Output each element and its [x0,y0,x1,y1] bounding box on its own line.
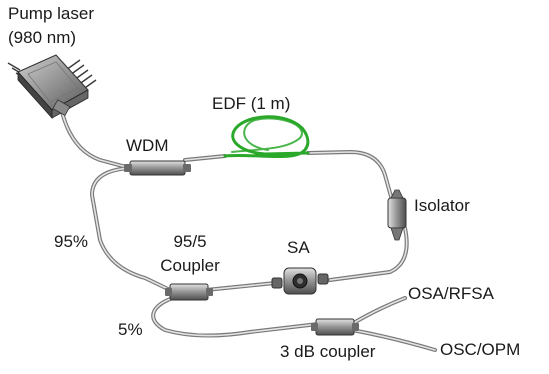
coupler-3db-label: 3 dB coupler [280,342,376,361]
wdm-coupler-icon [124,160,191,176]
osa-rfsa-label: OSA/RFSA [408,284,494,303]
pump-laser-label: Pump laser [8,4,94,23]
sa-icon [271,267,329,295]
coupler-95-5-ratio-label: 95/5 [173,232,207,251]
ratio-95-label: 95% [54,232,89,251]
edf-coil [223,115,310,159]
pump-laser-icon [7,54,97,120]
osc-opm-label: OSC/OPM [440,340,521,359]
coupler-3db-icon [311,318,359,336]
ring-fiber-edf-to-isolator [306,149,394,202]
ratio-5-label: 5% [118,320,143,339]
fiber-paths [60,110,437,352]
pump-fiber [60,110,132,170]
isolator-label: Isolator [414,196,470,215]
fiber-5pct-to-3db [151,295,320,338]
sa-label: SA [287,238,310,257]
coupler-95-5-icon [165,283,213,301]
coupler-95-5-label: Coupler [160,256,220,275]
pump-laser-wavelength-label: (980 nm) [8,28,77,47]
wdm-label: WDM [126,136,169,155]
isolator-icon [387,189,407,241]
edf-label: EDF (1 m) [212,94,291,113]
